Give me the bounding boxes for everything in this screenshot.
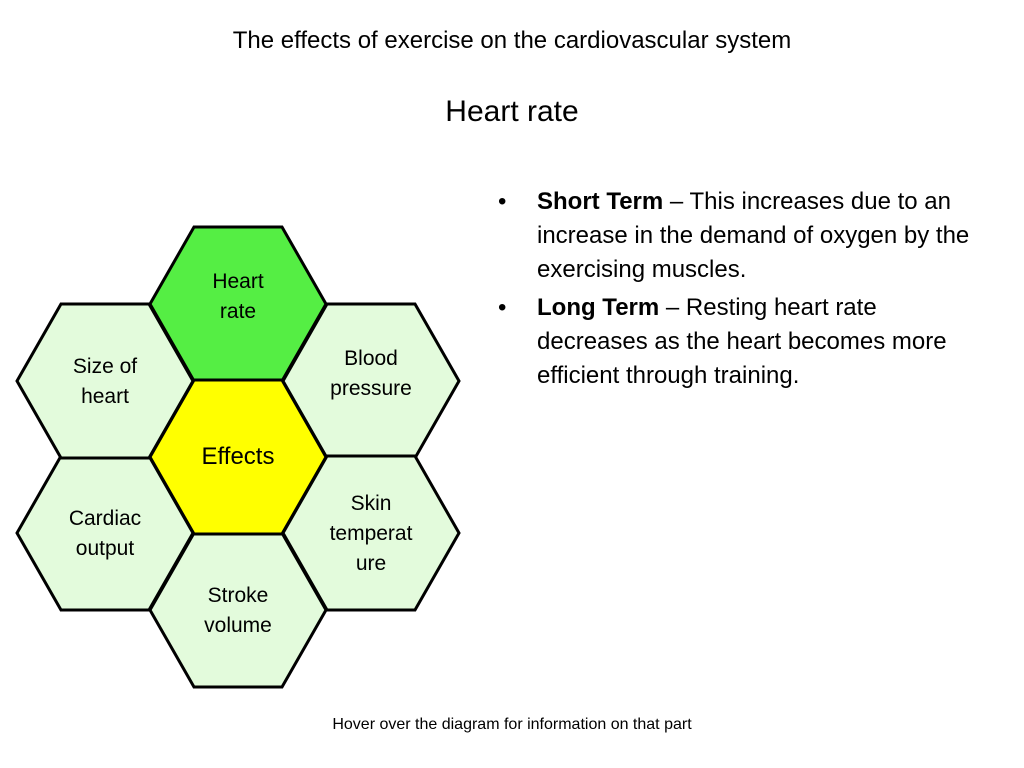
bullet-icon: • [498, 188, 507, 215]
info-item-long-term: • Long Term – Resting heart rate decreas… [498, 291, 978, 393]
info-list: • Short Term – This increases due to an … [498, 185, 978, 397]
page-title: The effects of exercise on the cardiovas… [232, 27, 792, 54]
info-term: Long Term [537, 294, 660, 321]
info-text: – Resting heart rate decreases as the he… [537, 294, 947, 389]
info-term: Short Term [537, 188, 664, 215]
bullet-icon: • [498, 294, 507, 321]
hex-effects-center-shape[interactable] [148, 378, 328, 536]
section-heading: Heart rate [445, 95, 579, 128]
effects-hex-diagram[interactable]: HeartrateBloodpressureSkintemperatureStr… [0, 0, 480, 700]
info-item-short-term: • Short Term – This increases due to an … [498, 185, 978, 287]
info-text: – This increases due to an increase in t… [537, 188, 970, 283]
footer-note: Hover over the diagram for information o… [332, 716, 692, 733]
